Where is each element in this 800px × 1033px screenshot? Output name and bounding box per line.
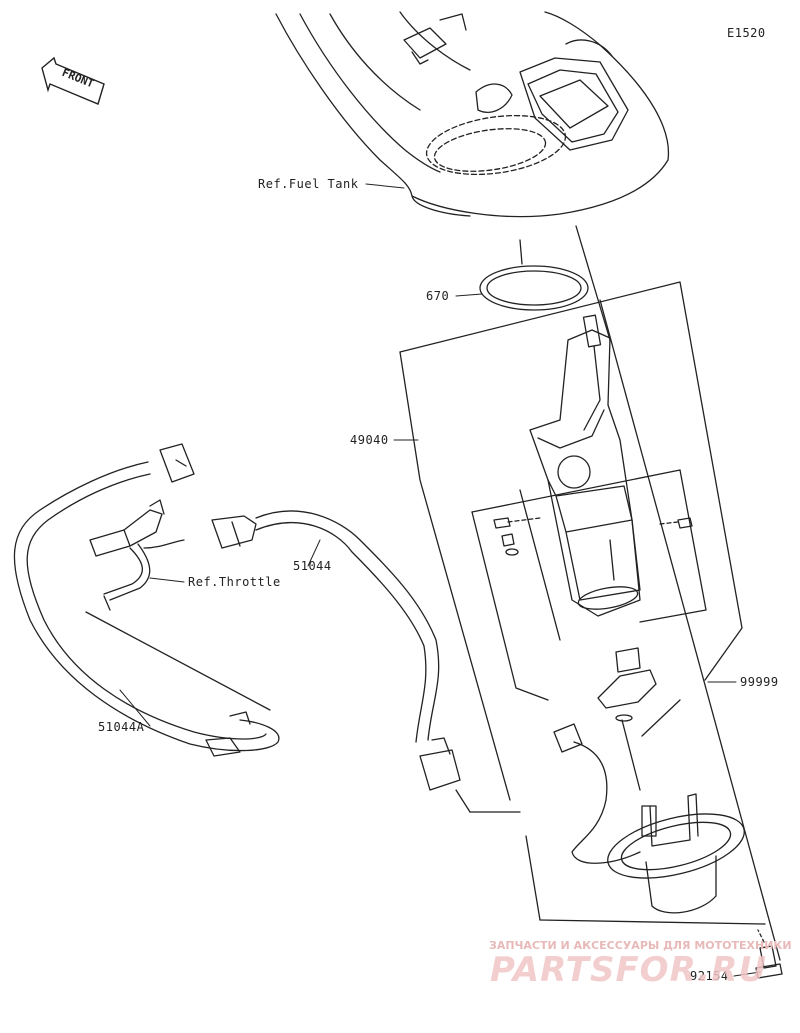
label-part-670[interactable]: 670 [426, 289, 450, 303]
label-ref-throttle[interactable]: Ref.Throttle [188, 575, 281, 589]
diagram-code: E1520 [727, 26, 766, 40]
label-part-99999[interactable]: 99999 [740, 675, 779, 689]
throttle-fitting-drawing [86, 500, 270, 710]
watermark-subtitle: ЗАПЧАСТИ И АКСЕССУАРЫ ДЛЯ МОТОТЕХНИКИ [489, 939, 792, 952]
fuel-hose-51044-drawing [212, 511, 520, 812]
leader-lines [120, 184, 760, 976]
front-arrow-label: FRONT [60, 66, 96, 91]
watermark-brand: PARTSFOR.RU [490, 950, 768, 990]
fuel-hose-51044a-drawing [14, 444, 279, 756]
front-arrow-icon: FRONT [38, 54, 110, 106]
label-part-92154[interactable]: 92154 [690, 969, 729, 983]
fuel-tank-drawing [276, 12, 668, 217]
label-part-51044[interactable]: 51044 [293, 559, 332, 573]
label-part-49040[interactable]: 49040 [350, 433, 389, 447]
fuel-pump-assembly-drawing [400, 226, 782, 978]
o-ring-670-drawing [480, 240, 588, 310]
label-part-51044a[interactable]: 51044A [98, 720, 145, 734]
label-ref-fuel-tank[interactable]: Ref.Fuel Tank [258, 177, 359, 191]
